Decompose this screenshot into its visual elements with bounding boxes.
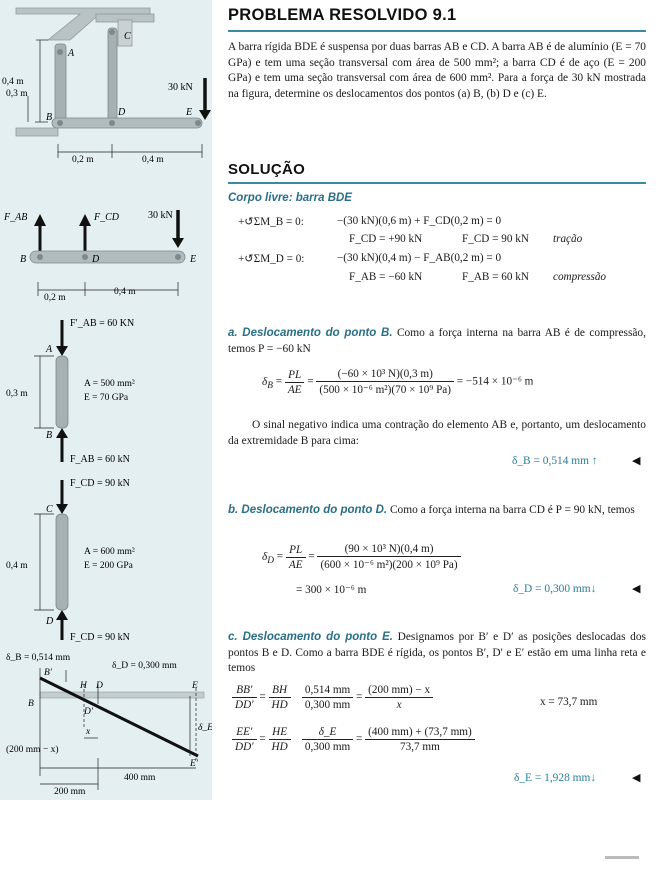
fig4-top-force: F_CD = 90 kN [70,478,130,489]
moment-eq-b: −(30 kN)(0,6 m) + F_CD(0,2 m) = 0 [337,215,502,227]
fig5-label-ep: E′ [189,759,199,769]
moment-eq-d-label: +↺ΣM_D = 0: [238,253,305,265]
part-c-heading: c. Deslocamento do ponto E. [228,631,393,643]
solution-divider [228,182,646,184]
fig5-label-d: D [95,681,103,691]
answer-marker-b: ◀ [632,583,641,595]
fig4-label-c: C [46,504,53,515]
fig3-label-b: B [46,430,52,441]
fig3-length: 0,3 m [6,389,28,399]
fig5-label-e: E [191,681,198,691]
fig1-label-d: D [117,107,126,118]
fig5-delta-b: δ_B = 0,514 mm [6,653,71,663]
fig1-label-b: B [46,112,52,123]
fig2-label-b: B [20,254,26,265]
fig1-dim-02: 0,2 m [72,155,94,165]
fcd-magnitude: F_CD = 90 kN [462,233,529,245]
fig4-length: 0,4 m [6,561,28,571]
fig3-area: A = 500 mm² [84,379,135,389]
fab-magnitude: F_AB = 60 kN [462,271,529,283]
part-a-result: δ_B = 0,514 mm ↑ [512,455,598,467]
fig1-label-a: A [67,48,75,59]
fab-note: compressão [553,271,607,283]
footer-mark [605,856,639,859]
part-b-numerator: (90 × 10³ N)(0,4 m) [317,543,461,557]
fig1-height-03: 0,3 m [6,89,28,99]
fig2-dim-02: 0,2 m [44,293,66,303]
problem-title: PROBLEMA RESOLVIDO 9.1 [228,6,457,24]
fcd-signed: F_CD = +90 kN [349,233,423,245]
fig5-seg-label: (200 mm − x) [6,744,59,755]
part-b-denominator: (600 × 10⁻⁶ m²)(200 × 10⁹ Pa) [320,559,458,571]
part-b-heading: b. Deslocamento do ponto D. [228,504,388,516]
fig2-fab-label: F_AB [3,212,27,223]
textbook-page: C A B D E 30 kN 0,4 m 0,3 m 0,2 m 0,4 m … [0,0,646,800]
part-a-text: Como a força interna na barra AB é de co… [228,327,646,355]
fcd-note: tração [553,233,583,245]
fig3-modulus: E = 70 GPa [84,393,129,403]
part-a-denominator: (500 × 10⁻⁶ m²)(70 × 10⁹ Pa) [319,384,451,396]
part-b-value: = 300 × 10⁻⁶ m [296,584,367,596]
fig3-bottom-force: F_AB = 60 kN [70,454,130,465]
fig5-delta-d: δ_D = 0,300 mm [112,661,177,671]
part-a-numerator: (−60 × 10³ N)(0,3 m) [316,368,454,382]
fig4-modulus: E = 200 GPa [84,561,134,571]
fig5-label-b: B [28,699,34,709]
fig3-top-force: F′_AB = 60 KN [70,318,134,329]
fig2-fcd-label: F_CD [93,212,120,223]
part-b-text: Como a força interna na barra CD é P = 9… [389,504,635,516]
part-c-result: δ_E = 1,928 mm↓ [514,772,597,784]
fig1-height-04: 0,4 m [2,77,24,87]
figure-displacement: δ_B = 0,514 mm δ_D = 0,300 mm B′ H D E B… [6,653,212,796]
fig4-area: A = 600 mm² [84,547,135,557]
part-a-heading: a. Deslocamento do ponto B. [228,327,393,339]
fig5-label-dp: D′ [83,707,94,717]
figure-assembly: C A B D E 30 kN 0,4 m 0,3 m 0,2 m 0,4 m [2,7,211,165]
part-a-value: = −514 × 10⁻⁶ m [456,375,534,388]
part-a-intro: a. Deslocamento do ponto B. Como a força… [228,326,646,357]
figure-rod-cd: F_CD = 90 kN C D 0,4 m A = 600 mm² E = 2… [6,478,135,643]
fig2-label-d: D [91,254,100,265]
moment-eq-d: −(30 kN)(0,4 m) − F_AB(0,2 m) = 0 [337,252,502,264]
moment-eq-b-label: +↺ΣM_B = 0: [238,216,304,228]
problem-statement: A barra rígida BDE é suspensa por duas b… [228,41,646,100]
fab-signed: F_AB = −60 kN [349,271,423,283]
figure-rod-ab: F′_AB = 60 KN A B 0,3 m A = 500 mm² E = … [6,318,135,465]
part-c-x-result: x = 73,7 mm [540,696,598,708]
fig1-load-label: 30 kN [168,82,193,93]
answer-marker-c: ◀ [632,772,641,784]
part-c-intro: c. Deslocamento do ponto E. Designamos p… [228,630,646,677]
fig5-label-de: δ_E [198,723,212,733]
fig3-label-a: A [45,344,53,355]
free-body-heading: Corpo livre: barra BDE [228,192,352,204]
fig5-dim-200: 200 mm [54,787,86,796]
fig5-dim-400: 400 mm [124,773,156,783]
fig2-dim-04: 0,4 m [114,287,136,297]
fig1-label-e: E [185,107,192,118]
solution-heading: SOLUÇÃO [228,161,306,178]
fig4-label-d: D [45,616,54,627]
part-b-result: δ_D = 0,300 mm↓ [513,583,597,595]
part-a-note: O sinal negativo indica uma contração do… [228,419,646,447]
fig5-label-h: H [79,681,88,691]
fig5-label-bp: B′ [44,668,53,678]
part-c-text: Designamos por B′ e D′ as posições deslo… [228,631,646,675]
fig2-label-e: E [189,254,196,265]
part-b-intro: b. Deslocamento do ponto D. Como a força… [228,503,646,519]
title-divider [228,30,646,32]
fig4-bottom-force: F_CD = 90 kN [70,632,130,643]
figure-free-body: F_AB F_CD 30 kN B D E 0,2 m 0,4 m [3,210,196,303]
fig1-label-c: C [124,31,131,42]
fig1-dim-04: 0,4 m [142,155,164,165]
fig5-label-x: x [85,727,91,737]
fig2-load-label: 30 kN [148,210,173,221]
answer-marker-a: ◀ [632,455,641,467]
